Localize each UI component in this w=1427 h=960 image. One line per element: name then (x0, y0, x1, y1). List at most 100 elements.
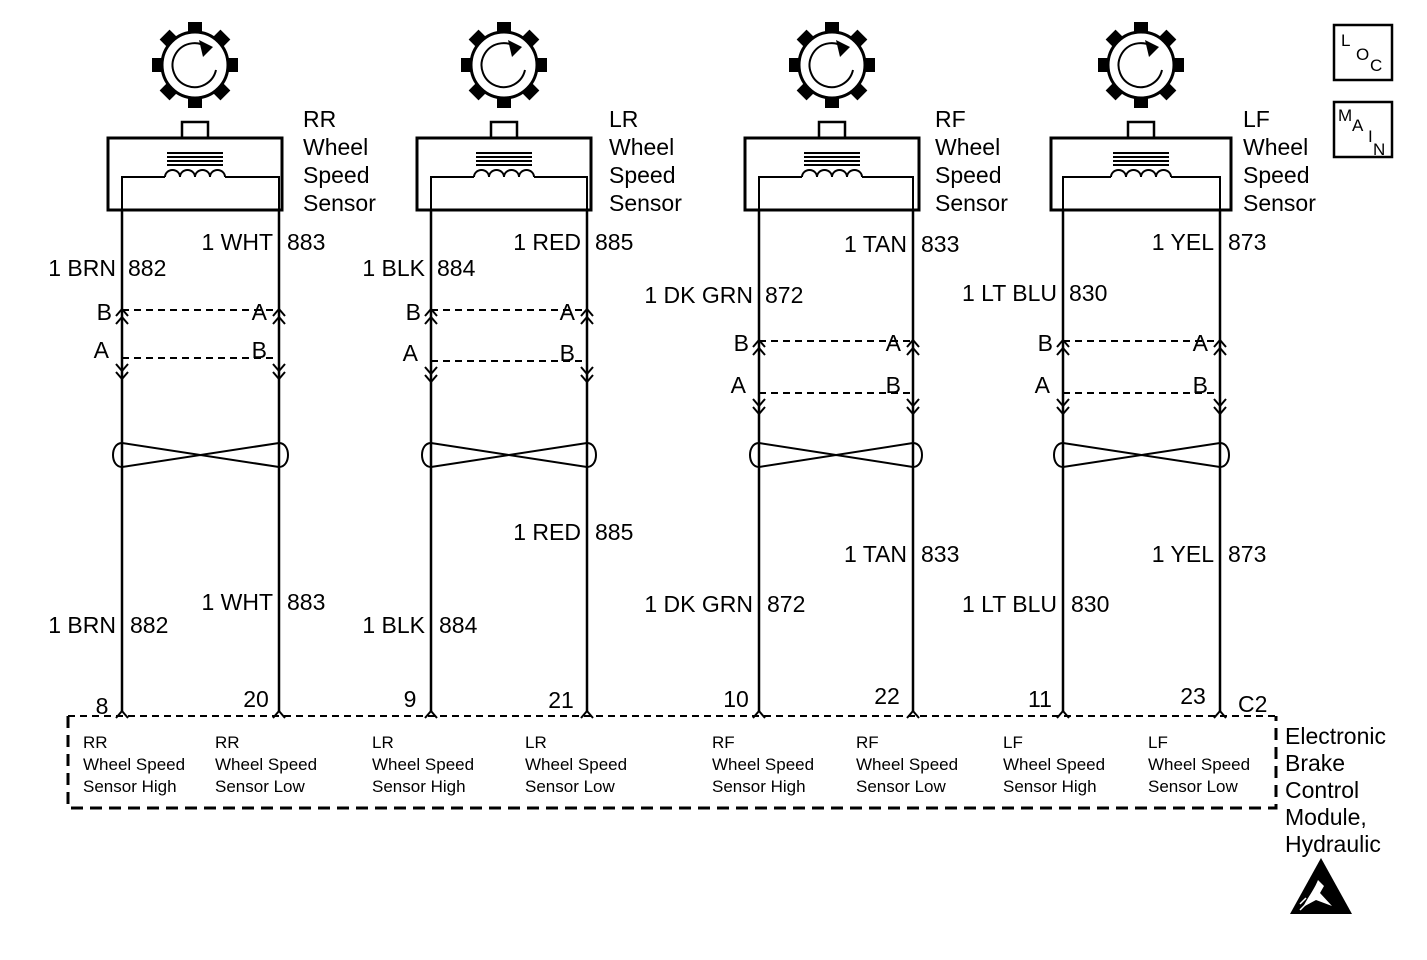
module-pin-description: Sensor Low (1148, 777, 1238, 796)
wire-color-label: 1 BRN (48, 255, 116, 281)
tone-wheel-icon (1098, 22, 1184, 108)
module-pin-description: Wheel Speed (712, 755, 814, 774)
wire-color-label: 1 YEL (1152, 541, 1214, 567)
wire-color-label: 1 DK GRN (644, 591, 753, 617)
wire-color-label: 1 TAN (844, 541, 907, 567)
module-name: Electronic (1285, 723, 1386, 749)
twisted-pair (1053, 441, 1230, 469)
pin-number: 8 (96, 693, 109, 719)
sensor-title: Sensor (609, 190, 682, 216)
esd-warning-icon (1290, 858, 1352, 914)
twisted-pair (749, 441, 923, 469)
sensor-lead (121, 176, 165, 210)
sensor-title: Speed (1243, 162, 1310, 188)
connector-cavity-label: B (1193, 372, 1208, 398)
wire-circuit-label: 882 (130, 612, 168, 638)
connector-chevron (752, 398, 766, 408)
connector-chevron (115, 371, 129, 381)
wire-circuit-label: 872 (767, 591, 805, 617)
pickup-coil-icon (801, 152, 863, 178)
connector-cavity-label: B (406, 299, 421, 325)
wire-circuit-label: 830 (1069, 280, 1107, 306)
connector-cavity-label: B (97, 299, 112, 325)
connector-cavity-label: B (560, 340, 575, 366)
wire-circuit-label: 883 (287, 589, 325, 615)
connector-cavity-label: A (94, 337, 110, 363)
wire-circuit-label: 833 (921, 231, 959, 257)
sensor-title: Sensor (935, 190, 1008, 216)
connector-cavity-label: A (1035, 372, 1051, 398)
twisted-pair (112, 441, 289, 469)
connector-chevron (115, 315, 129, 325)
sensor-title: Wheel (935, 134, 1000, 160)
wire-circuit-label: 884 (437, 255, 476, 281)
wire-color-label: 1 LT BLU (962, 280, 1057, 306)
module-pin-description: Sensor High (372, 777, 466, 796)
connector-cavity-label: B (1038, 330, 1053, 356)
sensor-title: Wheel (609, 134, 674, 160)
wire-circuit-label: 885 (595, 229, 633, 255)
connector-chevron (906, 338, 920, 348)
connector-cavity-label: A (886, 330, 902, 356)
connector-chevron (580, 366, 594, 376)
sensor-tip (489, 120, 519, 140)
connector-chevron (424, 374, 438, 384)
sensor-title: LR (609, 106, 638, 132)
module-name: Control (1285, 777, 1359, 803)
wire-circuit-label: 882 (128, 255, 166, 281)
sensor-tip (180, 120, 210, 140)
module-pin-description: RF (712, 733, 735, 752)
pin-number: 21 (548, 687, 574, 713)
module-name: Brake (1285, 750, 1345, 776)
connector-chevron (1213, 398, 1227, 408)
module-pin-description: RR (215, 733, 240, 752)
sensor-lead (1062, 176, 1111, 210)
pickup-coil-icon (1110, 152, 1172, 178)
loc-icon-letter: O (1356, 45, 1369, 64)
wire-color-label: 1 BLK (362, 255, 425, 281)
connector-chevron (1213, 346, 1227, 356)
loc-icon-letter: L (1341, 31, 1350, 50)
wire-circuit-label: 873 (1228, 229, 1266, 255)
sensor-lead (430, 176, 474, 210)
wire-circuit-label: 830 (1071, 591, 1109, 617)
wire-color-label: 1 RED (513, 229, 581, 255)
pin-number: 20 (243, 686, 269, 712)
connector-chevron (752, 406, 766, 416)
wire-color-label: 1 TAN (844, 231, 907, 257)
module-pin-description: RR (83, 733, 108, 752)
sensor-title: LF (1243, 106, 1270, 132)
connector-chevron (580, 315, 594, 325)
connector-cavity-label: A (252, 299, 268, 325)
main-icon-letter: M (1338, 106, 1352, 125)
module-pin-description: LR (372, 733, 394, 752)
connector-chevron (906, 398, 920, 408)
module-name: Module, (1285, 804, 1367, 830)
connector-chevron (1056, 346, 1070, 356)
module-pin-description: LF (1148, 733, 1168, 752)
wire-color-label: 1 WHT (201, 229, 273, 255)
module-pin-description: Sensor High (712, 777, 806, 796)
twisted-pair (421, 441, 597, 469)
sensor-title: Sensor (1243, 190, 1316, 216)
connector-chevron (115, 363, 129, 373)
loc-icon-letter: C (1370, 56, 1382, 75)
pickup-coil-icon (164, 152, 226, 178)
module-pin-description: Wheel Speed (525, 755, 627, 774)
sensor-title: Speed (935, 162, 1002, 188)
sensor-title: RR (303, 106, 336, 132)
connector-cavity-label: B (252, 337, 267, 363)
pin-number: 9 (404, 686, 417, 712)
module-pin-description: Sensor Low (525, 777, 615, 796)
wire-circuit-label: 872 (765, 282, 803, 308)
tone-wheel-icon (461, 22, 547, 108)
module-pin-description: Wheel Speed (83, 755, 185, 774)
connector-chevron (580, 374, 594, 384)
connector-chevron (424, 315, 438, 325)
sensor-lead (534, 176, 588, 210)
